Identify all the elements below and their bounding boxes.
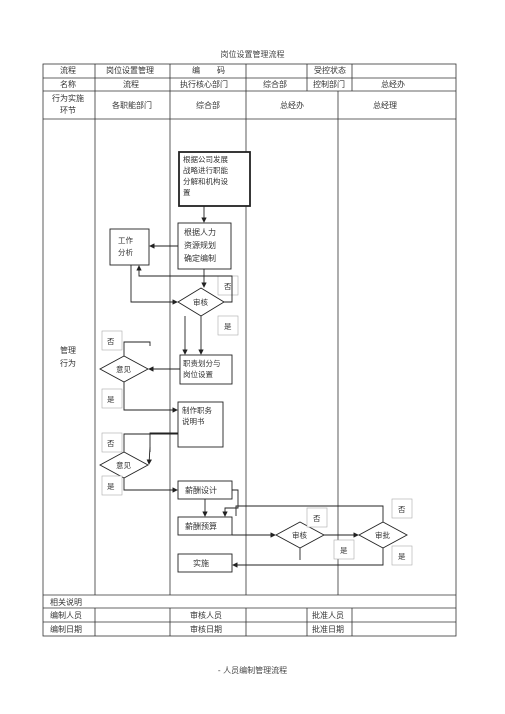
header-exec-dept: 执行核心部门 xyxy=(180,80,228,89)
stage-label-1: 行为实施 xyxy=(52,94,84,103)
document-title: 岗位设置管理流程 xyxy=(220,50,285,59)
label-yes-1: 是 xyxy=(224,322,232,331)
label-no-3: 否 xyxy=(107,439,115,448)
reviewed-date-label: 审核日期 xyxy=(190,625,222,634)
header-code-label-b: 码 xyxy=(217,66,225,75)
box-implement: 实施 xyxy=(193,559,209,568)
col-dept-gm-office: 总经办 xyxy=(280,101,304,110)
header-gm-office: 总经办 xyxy=(381,80,405,89)
prepared-by-label: 编制人员 xyxy=(50,611,82,620)
box-work-analysis: 工作 分析 xyxy=(118,236,133,257)
label-yes-2: 是 xyxy=(107,395,115,404)
document-footer: - 人员编制管理流程 xyxy=(217,666,288,675)
label-yes-4: 是 xyxy=(340,546,348,555)
diamond-opinion-2: 意见 xyxy=(116,461,131,470)
label-yes-3: 是 xyxy=(107,482,115,491)
approved-by-label: 批准人员 xyxy=(312,611,344,620)
stage-label-2: 环节 xyxy=(60,106,76,115)
reviewed-by-label: 审核人员 xyxy=(190,611,222,620)
box-job-description: 制作职务 说明书 xyxy=(182,406,212,426)
header-process-name-2: 流程 xyxy=(123,80,139,89)
row-label-2: 行为 xyxy=(60,359,76,368)
header-process-label-1: 流程 xyxy=(60,66,76,75)
prepared-date-label: 编制日期 xyxy=(50,625,82,634)
box-hr-planning: 根据人力 资源规划 确定编制 xyxy=(184,228,216,263)
header-general-dept: 综合部 xyxy=(263,80,287,89)
row-label-1: 管理 xyxy=(60,346,76,355)
box-salary-design: 薪酬设计 xyxy=(185,486,217,495)
approved-date-label: 批准日期 xyxy=(312,625,344,634)
label-no-4: 否 xyxy=(313,514,321,523)
diamond-approve: 审批 xyxy=(375,531,390,540)
label-yes-5: 是 xyxy=(398,552,406,561)
notes-label: 相关说明 xyxy=(50,598,82,607)
box-strategy: 根据公司发展 战略进行职能 分解和机构设 置 xyxy=(183,155,228,197)
col-dept-general: 综合部 xyxy=(196,101,220,110)
box-salary-budget: 薪酬预算 xyxy=(185,522,217,531)
col-dept-gm: 总经理 xyxy=(373,101,397,110)
diamond-review-1: 审核 xyxy=(193,298,208,307)
header-code-label: 编 xyxy=(192,66,200,75)
header-process-label-2: 名称 xyxy=(60,80,76,89)
col-dept-functional: 各职能部门 xyxy=(112,101,152,110)
header-process-name-1: 岗位设置管理 xyxy=(106,66,154,75)
diamond-review-2: 审核 xyxy=(292,531,307,540)
header-control-status: 受控状态 xyxy=(314,66,346,75)
diamond-opinion-1: 意见 xyxy=(116,365,131,374)
label-no-5: 否 xyxy=(398,505,406,514)
label-no-2: 否 xyxy=(107,337,115,346)
box-duty-division: 职责划分与 岗位设置 xyxy=(183,359,221,379)
label-no-1: 否 xyxy=(224,282,232,291)
header-control-dept: 控制部门 xyxy=(313,80,345,89)
